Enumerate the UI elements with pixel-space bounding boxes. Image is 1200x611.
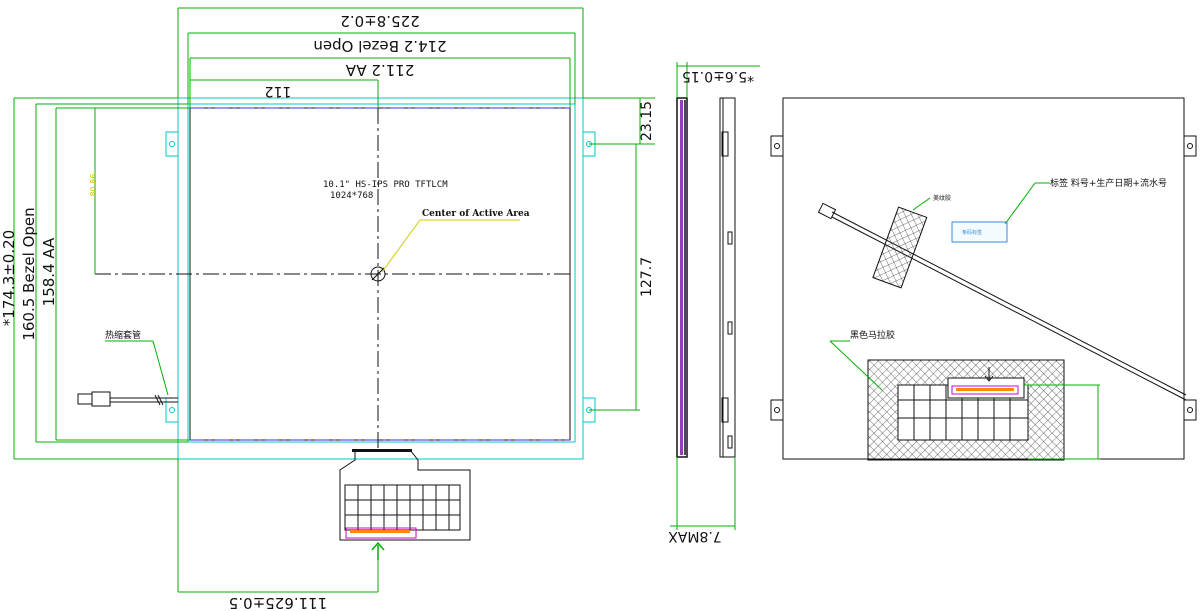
side-bracket-1 bbox=[721, 131, 729, 157]
dim-fpc-offset: 111.625±0.5 bbox=[229, 594, 327, 611]
back-ear-right-top-hole bbox=[1187, 143, 1193, 149]
dim-aa-width: 211.2 AA bbox=[345, 61, 414, 79]
side-tab-1 bbox=[727, 231, 733, 245]
label-sticker-callout: 标签 料号+生产日期+流水号 bbox=[1050, 177, 1167, 189]
label-sticker-text: 条码标签 bbox=[962, 229, 982, 236]
tape-small-leader bbox=[912, 197, 931, 211]
cable-break-1 bbox=[154, 394, 161, 406]
dim-bracket-pitch: 127.7 bbox=[639, 257, 655, 297]
side-panel-glass bbox=[680, 100, 683, 455]
dim-center-x: 112 bbox=[265, 83, 292, 99]
module-outline bbox=[177, 97, 584, 460]
side-panel-outline bbox=[676, 97, 688, 458]
black-tape-leader bbox=[829, 340, 883, 391]
front-view: 225.8±0.2 214.2 Bezel Open 211.2 AA 112 … bbox=[0, 7, 655, 611]
back-ear-right-bottom bbox=[1183, 399, 1197, 421]
dim-bezel-open-height: 160.5 Bezel Open bbox=[20, 207, 38, 340]
back-tape-patch bbox=[872, 206, 928, 289]
back-view: 美纹胶 条码标签 标签 料号+生产日期+流水号 黑色马拉胶 bbox=[770, 97, 1197, 461]
back-connector bbox=[951, 385, 1019, 395]
fpc-connector bbox=[345, 527, 417, 539]
back-arrow-head bbox=[984, 375, 994, 382]
dim-bracket-top: 23.15 bbox=[639, 101, 655, 141]
dim-max-thickness: 7.8MAX bbox=[668, 528, 722, 544]
center-mark-slash bbox=[371, 267, 385, 281]
dim-bezel-open-width: 214.2 Bezel Open bbox=[313, 37, 446, 55]
cable-plug bbox=[77, 393, 93, 405]
fpc-outline bbox=[339, 449, 471, 541]
fpc-connector-pins bbox=[350, 530, 410, 533]
bezel-open-outline bbox=[187, 103, 576, 443]
left-ear-top-hole bbox=[169, 141, 175, 147]
fpc-tail bbox=[352, 449, 412, 452]
tape-small-label: 美纹胶 bbox=[933, 194, 951, 202]
back-ear-right-top bbox=[1183, 135, 1197, 157]
side-bracket-2 bbox=[721, 397, 729, 423]
cable-connector bbox=[91, 391, 111, 407]
dim-aa-height: 158.4 AA bbox=[40, 237, 58, 306]
dim-outline-height: *174.3±0.20 bbox=[0, 230, 18, 326]
center-of-active-area-label: Center of Active Area bbox=[422, 209, 530, 219]
center-mark bbox=[370, 266, 386, 282]
back-ear-right-bottom-hole bbox=[1187, 407, 1193, 413]
dim-thickness: *5.6±0.15 bbox=[682, 68, 754, 84]
left-ear-top bbox=[165, 131, 179, 157]
back-connector-pins bbox=[956, 388, 1014, 391]
label-callout-leader bbox=[1004, 182, 1036, 225]
fpc-arrow-head bbox=[371, 541, 385, 551]
back-cable-connector bbox=[817, 202, 837, 220]
back-ear-left-bottom bbox=[770, 399, 784, 421]
dim-center-y-small: 80.86 bbox=[89, 174, 98, 197]
center-leader-line bbox=[381, 219, 421, 273]
fpc-component-grid bbox=[344, 484, 461, 531]
panel-model-text: 10.1" HS-IPS PRO TFTLCM bbox=[323, 180, 448, 190]
cable-break-2 bbox=[157, 394, 164, 406]
side-tab-3 bbox=[727, 435, 733, 449]
back-ear-left-top-hole bbox=[774, 143, 780, 149]
dim-outline-width: 225.8±0.2 bbox=[340, 12, 419, 30]
black-tape-label: 黑色马拉胶 bbox=[850, 329, 895, 341]
back-ear-left-bottom-hole bbox=[774, 407, 780, 413]
heat-shrink-label: 热缩套管 bbox=[105, 329, 141, 341]
back-ear-left-top bbox=[770, 135, 784, 157]
label-sticker bbox=[951, 221, 1008, 243]
side-tab-2 bbox=[727, 321, 733, 335]
heat-shrink-leader bbox=[152, 340, 169, 396]
side-view: *5.6±0.15 7.8MAX bbox=[668, 62, 760, 544]
left-ear-bottom-hole bbox=[169, 407, 175, 413]
panel-resolution-text: 1024*768 bbox=[330, 191, 373, 201]
